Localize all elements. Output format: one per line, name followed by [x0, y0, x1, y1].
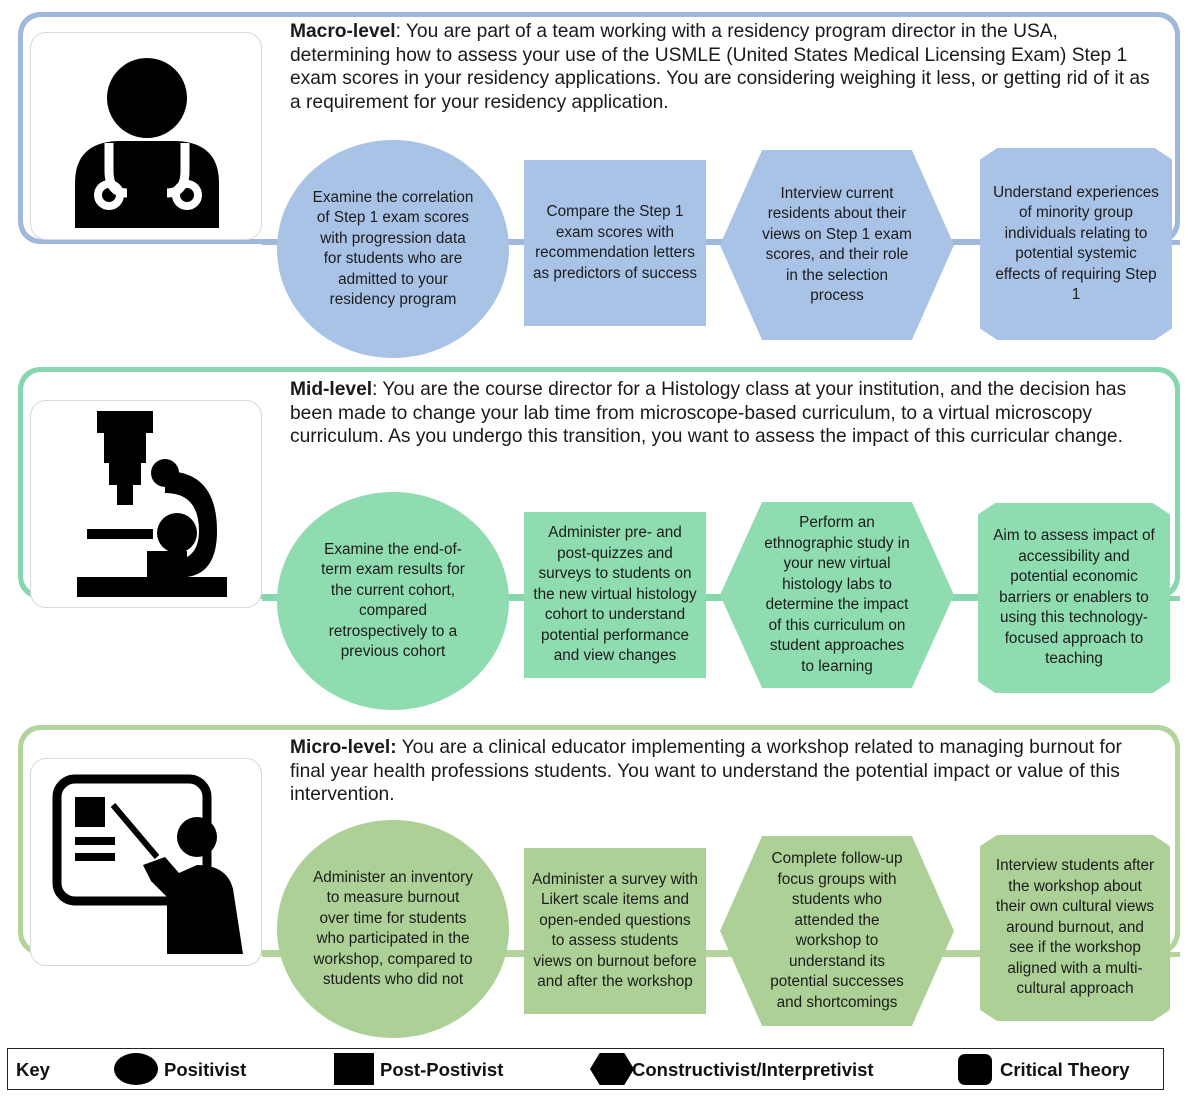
micro-connector [262, 952, 1180, 957]
key-title: Key [16, 1059, 50, 1080]
mid-critical-theory-shape: Aim to assess impact of accessibility an… [978, 503, 1170, 693]
micro-constructivist-hexagon: Complete follow-up focus groups with stu… [720, 836, 954, 1026]
macro-positivist-circle: Examine the correlation of Step 1 exam s… [277, 140, 509, 358]
mid-scenario-text: Mid-level: You are the course director f… [290, 378, 1160, 449]
macro-scenario-text: Macro-level: You are part of a team work… [290, 20, 1160, 114]
teacher-whiteboard-icon [52, 774, 243, 954]
micro-scenario-text: Micro-level: You are a clinical educator… [290, 736, 1160, 807]
mid-description: : You are the course director for a Hist… [290, 379, 1127, 447]
mid-heading: Mid-level [290, 379, 373, 400]
macro-heading: Macro-level [290, 21, 396, 42]
macro-connector [262, 240, 1180, 245]
micro-heading: Micro-level: [290, 737, 397, 758]
mid-critical-theory-text: Aim to assess impact of accessibility an… [993, 527, 1155, 668]
mid-postpositivist-rect: Administer pre- and post-quizzes and sur… [524, 512, 706, 678]
microscope-icon [77, 411, 227, 597]
key-square-icon [334, 1053, 374, 1085]
key-hexagon-icon [590, 1053, 634, 1085]
key-label-positivist: Positivist [164, 1059, 247, 1080]
mid-positivist-text: Examine the end-of-term exam results for… [321, 540, 465, 661]
macro-constructivist-text: Interview current residents about their … [762, 184, 912, 305]
legend-key: Key Positivist Post-Postivist Constructi… [7, 1048, 1164, 1090]
mid-constructivist-text: Perform an ethnographic study in your ne… [764, 514, 910, 675]
micro-constructivist-text: Complete follow-up focus groups with stu… [770, 850, 904, 1011]
micro-positivist-circle: Administer an inventory to measure burno… [277, 820, 509, 1038]
macro-description: : You are part of a team working with a … [290, 21, 1150, 113]
mid-icon-box [30, 400, 262, 608]
micro-postpositivist-rect: Administer a survey with Likert scale it… [524, 848, 706, 1014]
macro-critical-theory-shape: Understand experiences of minority group… [980, 148, 1172, 340]
doctor-stethoscope-icon [75, 58, 219, 228]
micro-critical-theory-shape: Interview students after the workshop ab… [980, 835, 1170, 1021]
key-label-post-postivist: Post-Postivist [380, 1059, 504, 1080]
macro-postpositivist-rect: Compare the Step 1 exam scores with reco… [524, 160, 706, 326]
macro-critical-theory-text: Understand experiences of minority group… [993, 183, 1159, 304]
macro-constructivist-hexagon: Interview current residents about their … [720, 150, 954, 340]
micro-icon-box [30, 758, 262, 966]
micro-postpositivist-text: Administer a survey with Likert scale it… [532, 870, 698, 991]
micro-description: You are a clinical educator implementing… [290, 737, 1122, 805]
mid-postpositivist-text: Administer pre- and post-quizzes and sur… [533, 524, 697, 665]
macro-positivist-text: Examine the correlation of Step 1 exam s… [312, 188, 474, 309]
mid-constructivist-hexagon: Perform an ethnographic study in your ne… [720, 502, 954, 688]
key-label-critical-theory: Critical Theory [1000, 1059, 1130, 1080]
mid-positivist-circle: Examine the end-of-term exam results for… [277, 492, 509, 710]
micro-positivist-text: Administer an inventory to measure burno… [313, 868, 473, 989]
micro-critical-theory-text: Interview students after the workshop ab… [995, 857, 1155, 998]
key-circle-icon [114, 1053, 158, 1085]
key-label-constructivist: Constructivist/Interpretivist [632, 1059, 874, 1080]
key-rounded-square-icon [958, 1054, 992, 1085]
macro-postpositivist-text: Compare the Step 1 exam scores with reco… [532, 203, 698, 282]
macro-icon-box [30, 32, 262, 240]
mid-connector [262, 596, 1180, 601]
